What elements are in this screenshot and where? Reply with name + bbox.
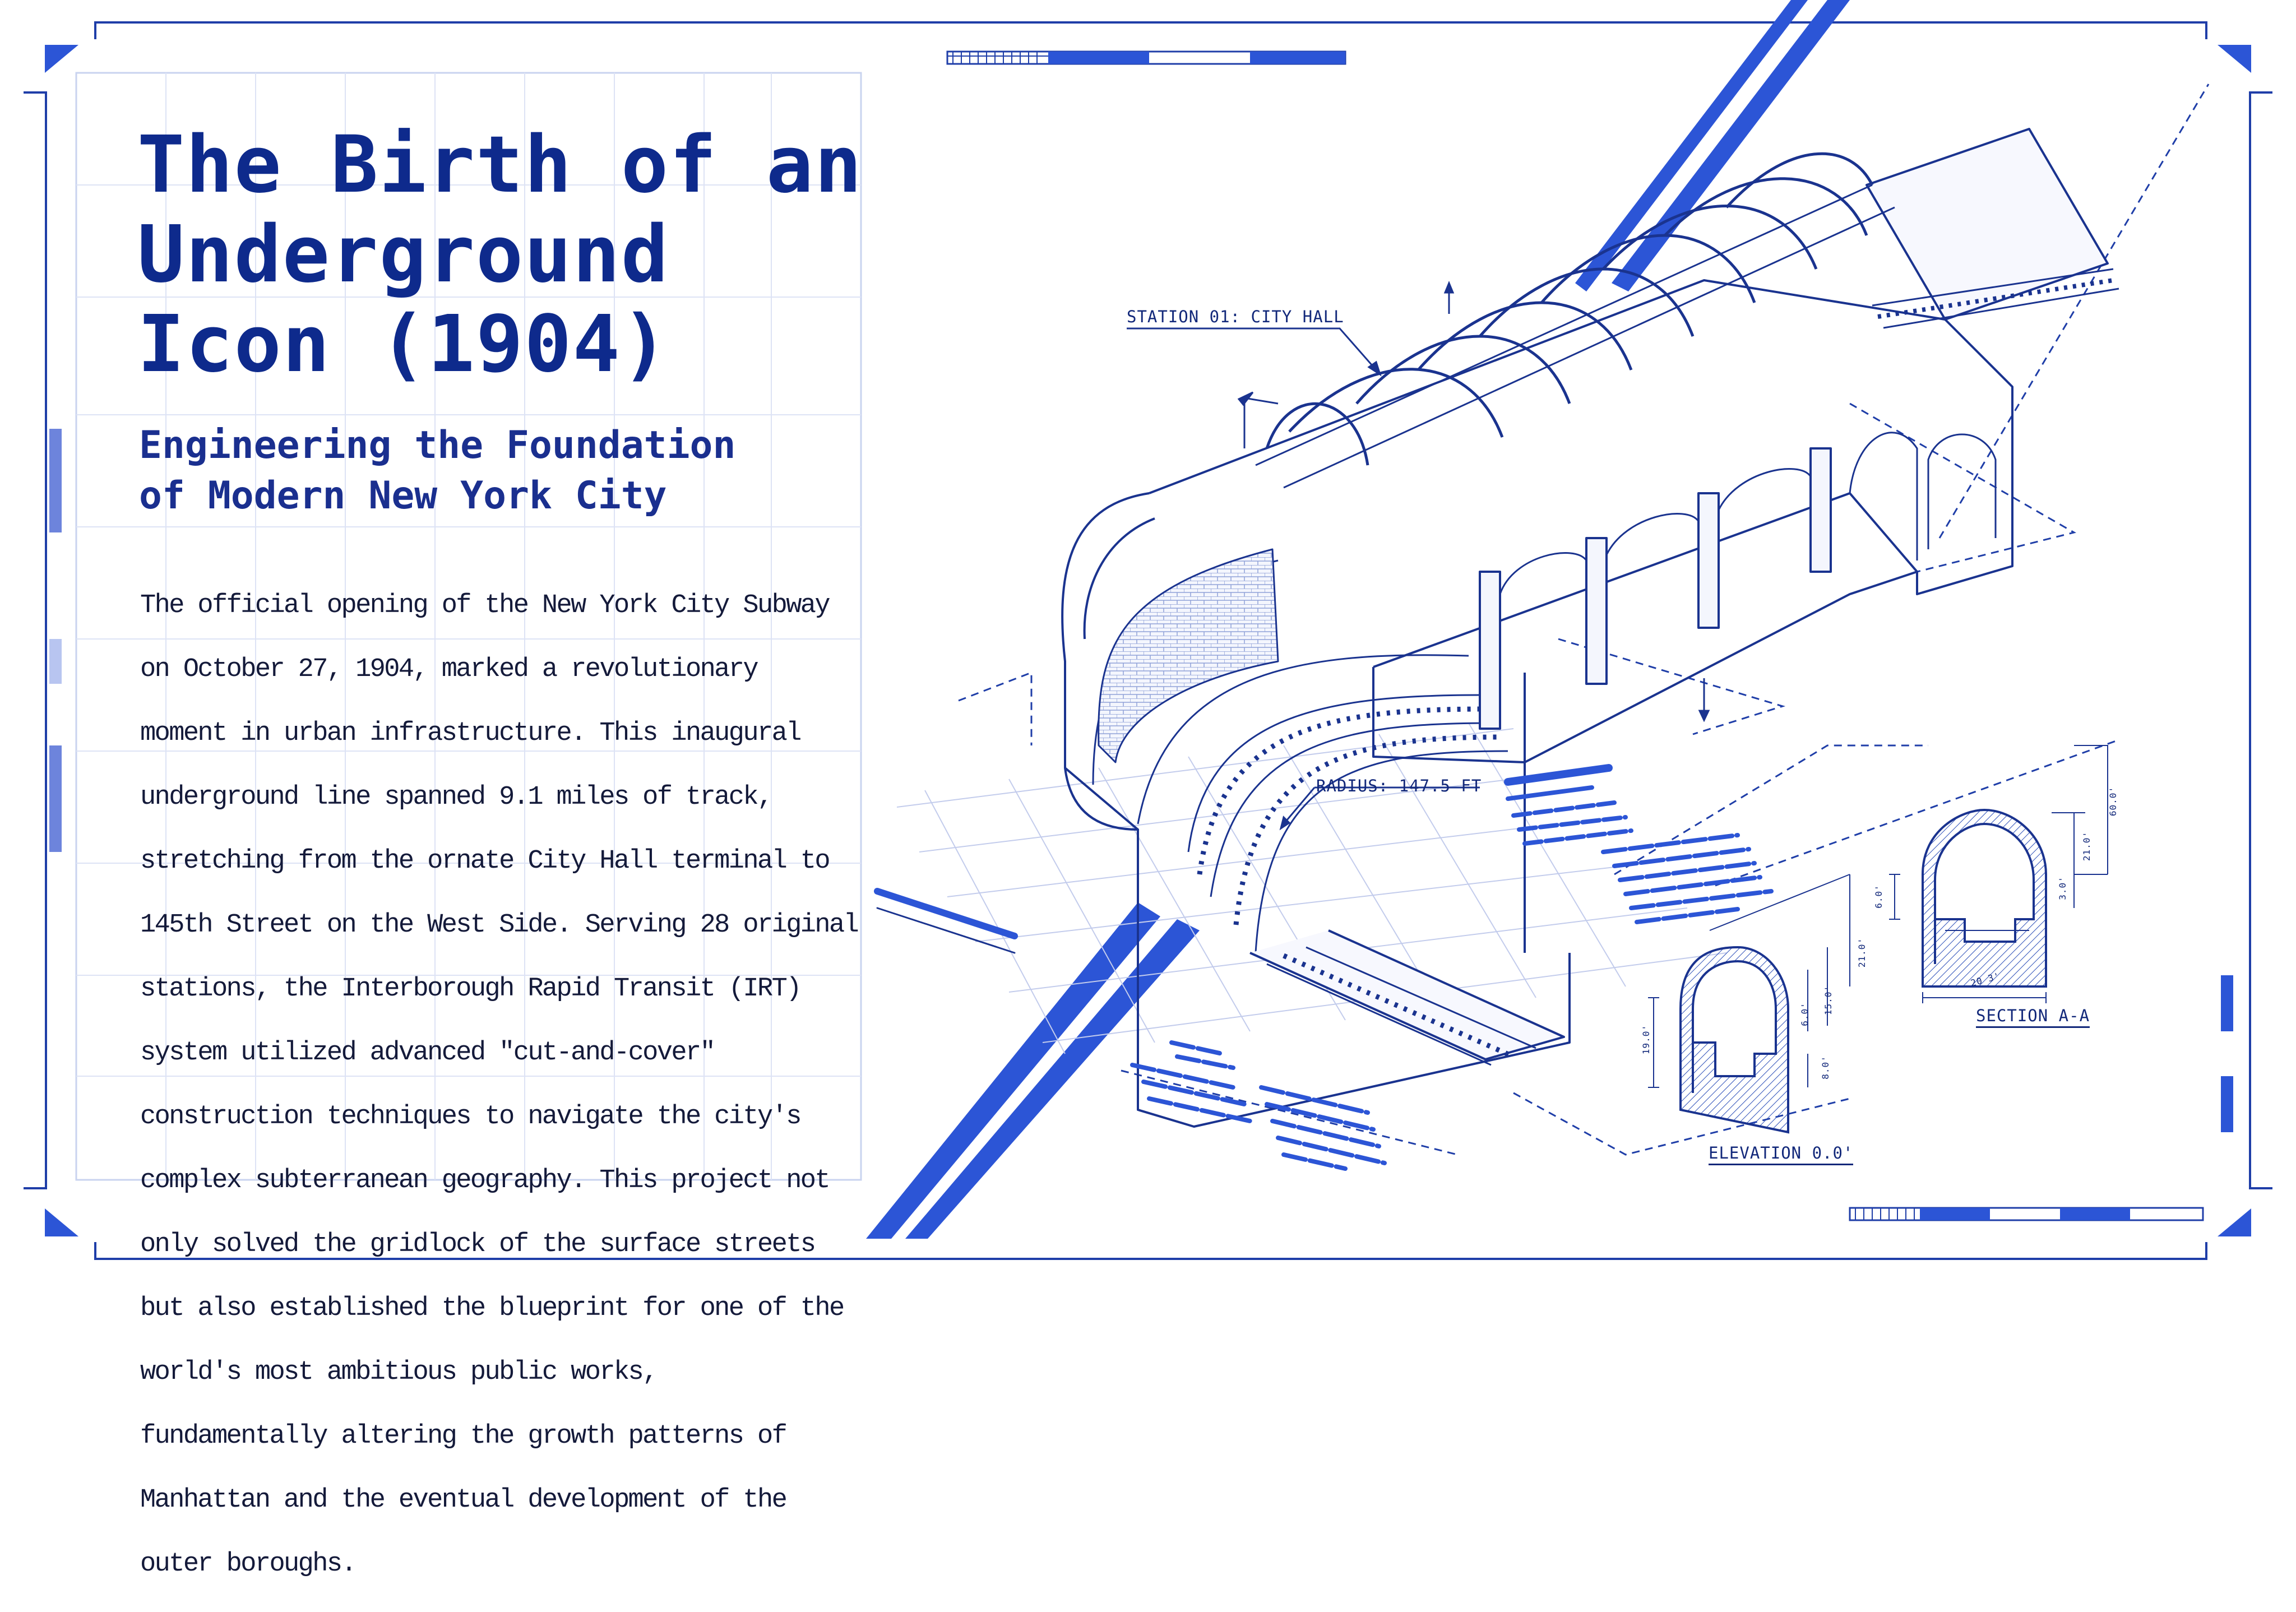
title-line-1: The Birth of an bbox=[137, 119, 863, 211]
dimension-label: 19.0' bbox=[1641, 1024, 1652, 1055]
dimension-label: 21.0' bbox=[1857, 937, 1868, 968]
body-line: moment in urban infrastructure. This ina… bbox=[140, 719, 802, 748]
body-line: The official opening of the New York Cit… bbox=[140, 591, 831, 620]
dimension-label: 6.0' bbox=[1799, 1002, 1810, 1026]
blueprint-illustration bbox=[24, 0, 2272, 1260]
body-line: complex subterranean geography. This pro… bbox=[140, 1166, 831, 1196]
body-line: but also established the blueprint for o… bbox=[140, 1294, 845, 1323]
side-tick-bars bbox=[49, 429, 2233, 1132]
dimension-label: 60.0' bbox=[2108, 786, 2119, 817]
tunnel-illustration bbox=[1061, 128, 2119, 1128]
body-line: stations, the Interborough Rapid Transit… bbox=[140, 974, 802, 1004]
page-subtitle: Engineering the Foundation of Modern New… bbox=[139, 420, 840, 521]
text-panel-grid bbox=[75, 72, 862, 1181]
title-line-3: Icon (1904) bbox=[137, 299, 670, 390]
body-line: only solved the gridlock of the surface … bbox=[140, 1230, 816, 1259]
body-line: 145th Street on the West Side. Serving 2… bbox=[140, 910, 859, 940]
dimension-label: 3.0' bbox=[2057, 876, 2068, 900]
subtitle-line-1: Engineering the Foundation bbox=[139, 423, 736, 467]
body-line: underground line spanned 9.1 miles of tr… bbox=[140, 782, 773, 812]
dimension-label: 8.0' bbox=[1820, 1055, 1831, 1080]
section-label: SECTION A-A bbox=[1976, 1006, 2090, 1028]
spec-text-blocks bbox=[874, 764, 1774, 1171]
frame-lines bbox=[24, 21, 2272, 1260]
frame-corners bbox=[45, 45, 2251, 1236]
elevation-label: ELEVATION 0.0' bbox=[1709, 1143, 1854, 1165]
section-a-a-drawing bbox=[1889, 745, 2108, 1003]
leader-arrows bbox=[1127, 281, 1710, 831]
dimension-label: 15.0' bbox=[1823, 985, 1834, 1016]
body-line: construction techniques to navigate the … bbox=[140, 1102, 802, 1132]
body-line: Manhattan and the eventual development o… bbox=[140, 1485, 788, 1515]
diagonal-stripes bbox=[866, 0, 1850, 1239]
title-line-2: Underground bbox=[137, 209, 670, 300]
body-line: world's most ambitious public works, bbox=[140, 1358, 658, 1387]
body-paragraph: The official opening of the New York Cit… bbox=[140, 558, 886, 1612]
floor-grid bbox=[896, 722, 1727, 1054]
page-title: The Birth of an Underground Icon (1904) bbox=[137, 121, 922, 390]
body-line: stretching from the ornate City Hall ter… bbox=[140, 846, 831, 876]
body-line: fundamentally altering the growth patter… bbox=[140, 1421, 788, 1451]
radius-label: RADIUS: 147.5 FT bbox=[1316, 776, 1482, 795]
dimension-label: 21.0' bbox=[2081, 831, 2093, 861]
body-line: on October 27, 1904, marked a revolution… bbox=[140, 655, 759, 684]
station-label: STATION 01: CITY HALL bbox=[1127, 307, 1344, 326]
dimension-label: 6.0' bbox=[1873, 884, 1884, 909]
construction-lines bbox=[958, 84, 2210, 1156]
elevation-section-drawing bbox=[1648, 874, 1850, 1134]
subtitle-line-2: of Modern New York City bbox=[139, 474, 667, 518]
body-line: outer boroughs. bbox=[140, 1549, 357, 1579]
scale-bars bbox=[946, 50, 2204, 1221]
body-line: system utilized advanced "cut-and-cover" bbox=[140, 1038, 716, 1068]
